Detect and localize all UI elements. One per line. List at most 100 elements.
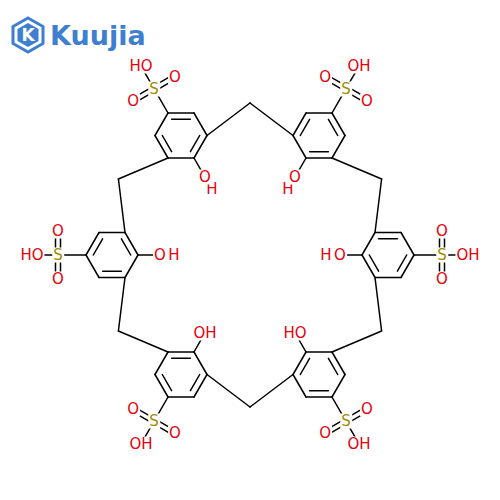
logo-letter: K [21, 27, 34, 44]
methylene-bridge [118, 278, 125, 332]
sulfur-atom: S [436, 248, 448, 263]
ring-bond [401, 233, 414, 256]
sulfur-atom: S [340, 414, 352, 429]
oxygen-atom: O [198, 170, 212, 185]
ring-bond [125, 255, 138, 278]
ring-bond [306, 351, 332, 353]
methylene-bridge [118, 331, 168, 352]
methylene-bridge [118, 179, 125, 233]
ring-bond [168, 351, 194, 353]
ring-bond [194, 375, 207, 398]
ring-bond [168, 396, 194, 398]
oxygen-atom: OH [192, 325, 217, 340]
ring-bond [99, 232, 125, 234]
oxygen-atom: H [319, 248, 332, 263]
ring-bond [168, 157, 194, 159]
oxygen-atom: OH [128, 436, 153, 451]
oxygen-atom: O [318, 426, 332, 441]
methylene-bridge [118, 158, 168, 179]
ring-bond [293, 375, 306, 398]
ring-double-bond [121, 239, 130, 255]
ring-bond [362, 233, 375, 256]
methylene-bridge [207, 103, 250, 136]
ring-double-bond [310, 151, 329, 153]
ring-bond [194, 113, 207, 136]
oxygen-atom: HO [128, 59, 153, 74]
ring-double-bond [328, 358, 337, 374]
oxygen-atom: H [167, 248, 180, 263]
ring-bond [401, 255, 414, 278]
oxygen-atom: O [318, 69, 332, 84]
ring-double-bond [103, 270, 122, 272]
oxygen-atom: O [435, 272, 449, 287]
ring-bond [306, 112, 332, 114]
ring-double-bond [328, 119, 337, 135]
oxygen-atom: OH [346, 59, 371, 74]
ring-bond [125, 233, 138, 256]
ring-bond [155, 375, 168, 398]
oxygen-atom: O [51, 224, 65, 239]
oxygen-atom: O [168, 69, 182, 84]
ring-bond [332, 113, 345, 136]
oxygen-atom: OH [346, 436, 371, 451]
ring-double-bond [190, 136, 199, 152]
ring-bond [155, 136, 168, 159]
ring-bond [306, 157, 332, 159]
ring-double-bond [369, 255, 378, 271]
sulfur-atom: S [148, 414, 160, 429]
oxygen-atom: O [51, 272, 65, 287]
ring-bond [99, 277, 125, 279]
ring-double-bond [162, 136, 171, 152]
ring-double-bond [172, 358, 191, 360]
logo-hexagon [13, 18, 43, 52]
oxygen-atom: HO [282, 325, 307, 340]
ring-bond [375, 277, 401, 279]
methylene-bridge [250, 103, 293, 136]
methylene-bridge [375, 278, 382, 332]
ring-bond [86, 255, 99, 278]
ring-double-bond [310, 390, 329, 392]
oxygen-atom: O [168, 426, 182, 441]
ring-bond [293, 352, 306, 375]
ring-bond [332, 136, 345, 159]
methylene-bridge [332, 331, 382, 352]
ring-bond [194, 136, 207, 159]
ring-bond [155, 113, 168, 136]
methylene-bridge [207, 375, 250, 408]
ring-bond [293, 113, 306, 136]
ring-bond [155, 352, 168, 375]
ring-bond [194, 352, 207, 375]
oxygen-atom: O [126, 402, 140, 417]
oxygen-atom: O [435, 224, 449, 239]
oxygen-atom: O [360, 402, 374, 417]
methylene-bridge [375, 179, 382, 233]
ring-double-bond [93, 239, 102, 255]
ring-bond [362, 255, 375, 278]
ring-double-bond [300, 358, 309, 374]
ring-double-bond [300, 119, 309, 135]
logo-wordmark: Kuujia [50, 22, 146, 49]
ring-double-bond [190, 375, 199, 391]
sulfur-atom: S [52, 248, 64, 263]
logo-hexagon-fill [18, 23, 39, 47]
methylene-bridge [332, 158, 382, 179]
ring-bond [332, 375, 345, 398]
oxygen-atom: O [126, 93, 140, 108]
ring-bond [293, 136, 306, 159]
ring-bond [86, 233, 99, 256]
ring-bond [332, 352, 345, 375]
oxygen-atom: O [153, 248, 167, 263]
ring-double-bond [379, 238, 398, 240]
sulfur-atom: S [148, 81, 160, 96]
oxygen-atom: O [360, 93, 374, 108]
ring-double-bond [172, 119, 191, 121]
oxygen-atom: O [288, 170, 302, 185]
ring-double-bond [397, 255, 406, 271]
ring-bond [306, 396, 332, 398]
oxygen-atom: HO [19, 248, 44, 263]
ring-bond [375, 232, 401, 234]
oxygen-atom: OH [455, 248, 480, 263]
